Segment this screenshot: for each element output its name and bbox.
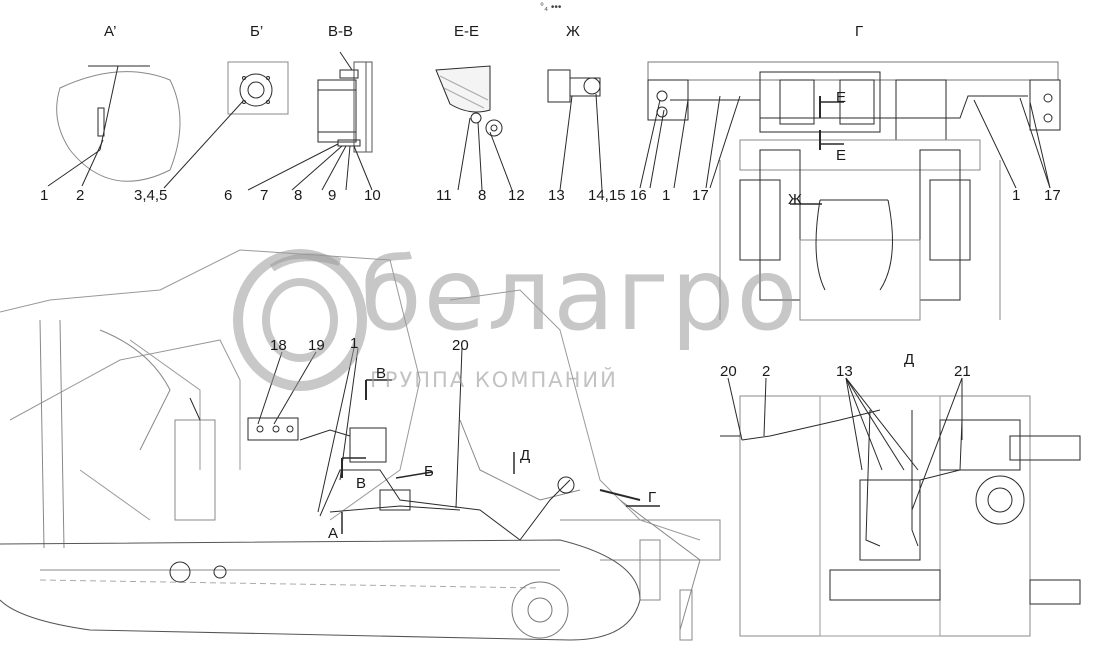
section-title-a: А’ bbox=[104, 23, 117, 40]
section-title-ee: Е-Е bbox=[454, 23, 480, 40]
callout-21: 21 bbox=[954, 363, 971, 380]
callout-8: 8 bbox=[294, 187, 303, 204]
callout-13: 13 bbox=[548, 187, 565, 204]
callout-11: 11 bbox=[436, 187, 452, 204]
section-title-zh: Ж bbox=[566, 23, 580, 40]
callout-1c: 1 bbox=[1012, 187, 1021, 204]
callout-7: 7 bbox=[260, 187, 269, 204]
section-title-vv: В-В bbox=[328, 23, 354, 40]
callout-12: 12 bbox=[508, 187, 525, 204]
callout-19: 19 bbox=[308, 337, 325, 354]
view-mark-d: Д bbox=[520, 447, 531, 464]
view-mark-v2: В bbox=[356, 475, 367, 492]
rear-view-d bbox=[720, 377, 1081, 637]
watermark-brand: белагро bbox=[360, 236, 800, 353]
callout-9: 9 bbox=[328, 187, 337, 204]
callout-1d: 1 bbox=[350, 335, 359, 352]
callout-17b: 17 bbox=[1044, 187, 1061, 204]
callout-16: 16 bbox=[630, 187, 647, 204]
tractor-side-view bbox=[0, 249, 721, 641]
detail-zh-view bbox=[547, 69, 603, 191]
callout-18: 18 bbox=[270, 337, 287, 354]
callout-17: 17 bbox=[692, 187, 709, 204]
callout-8b: 8 bbox=[478, 187, 487, 204]
view-mark-g: Г bbox=[648, 489, 657, 506]
detail-vv-section bbox=[247, 51, 373, 191]
detail-ee-section bbox=[435, 65, 513, 191]
detail-b-view bbox=[163, 61, 289, 189]
callout-20b: 20 bbox=[720, 363, 737, 380]
section-title-d: Д bbox=[904, 351, 915, 368]
view-mark-b: Б bbox=[424, 463, 434, 480]
callout-10: 10 bbox=[364, 187, 381, 204]
plan-view-g bbox=[639, 61, 1061, 321]
view-mark-zh: Ж bbox=[788, 191, 802, 208]
callout-3-4-5: 3,4,5 bbox=[134, 187, 168, 204]
callout-2b: 2 bbox=[762, 363, 771, 380]
view-mark-a: А bbox=[328, 525, 339, 542]
watermark-subtitle: ГРУППА КОМПАНИЙ bbox=[370, 368, 618, 392]
section-title-b: Б’ bbox=[250, 23, 264, 40]
header-mark: °₄ ••• bbox=[540, 2, 562, 13]
callout-13b: 13 bbox=[836, 363, 853, 380]
callout-1b: 1 bbox=[662, 187, 671, 204]
view-mark-v: В bbox=[376, 365, 387, 382]
callout-6: 6 bbox=[224, 187, 233, 204]
view-mark-e-top: Е bbox=[836, 89, 847, 106]
detail-a-view bbox=[47, 65, 181, 187]
callout-1: 1 bbox=[40, 187, 49, 204]
belagro-logo-icon bbox=[233, 249, 367, 391]
callout-20: 20 bbox=[452, 337, 469, 354]
view-mark-e-bottom: Е bbox=[836, 147, 847, 164]
section-title-g: Г bbox=[855, 23, 864, 40]
callout-14-15: 14,15 bbox=[588, 187, 626, 204]
callout-2: 2 bbox=[76, 187, 85, 204]
